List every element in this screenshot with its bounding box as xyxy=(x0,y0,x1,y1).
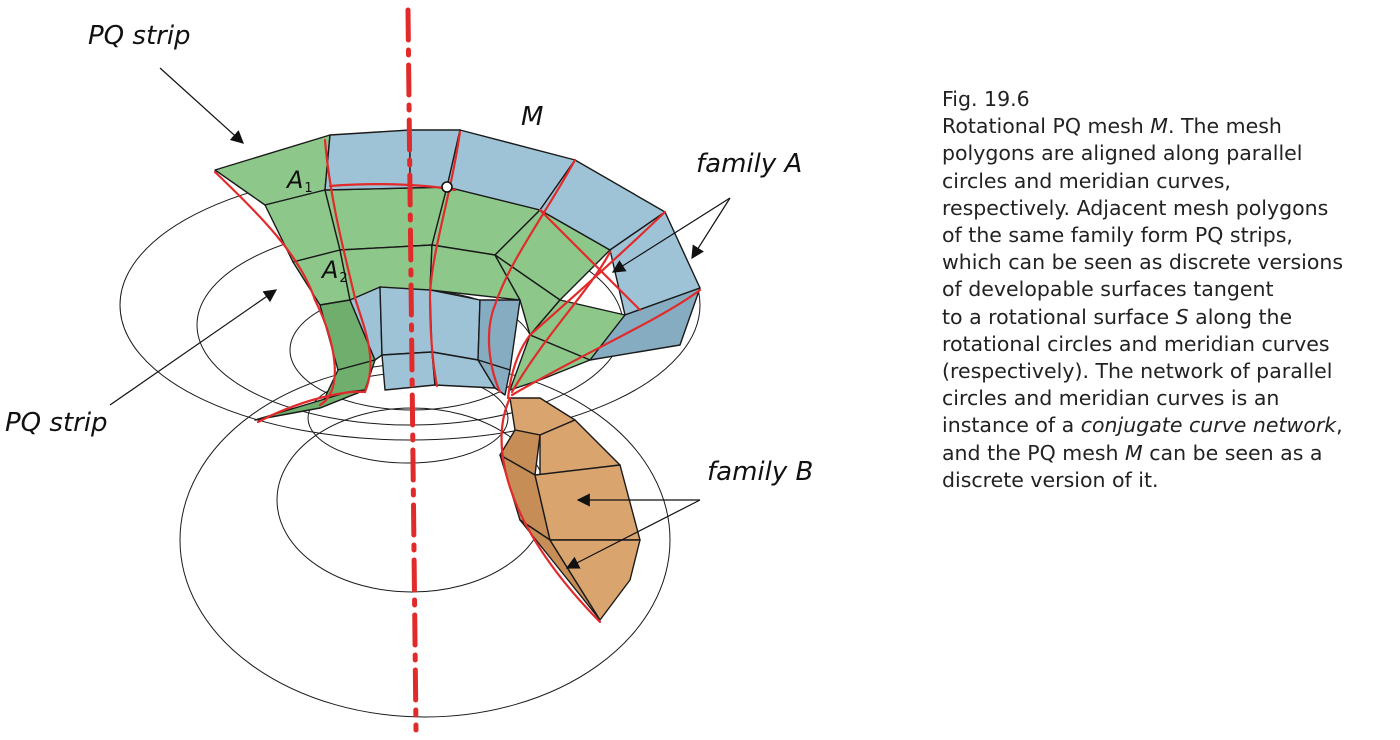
annotation-arrows xyxy=(109,67,731,569)
label-family-b: family B xyxy=(707,457,813,487)
red-curve xyxy=(506,210,667,400)
arrow-pq-strip-left xyxy=(109,289,278,406)
green-strip-center xyxy=(324,186,626,391)
red-curve xyxy=(500,396,602,624)
caption-italic: conjugate curve network xyxy=(1080,413,1337,438)
mesh-face xyxy=(477,299,521,371)
caption-line: rotational circles and meridian curves xyxy=(942,331,1330,356)
mesh-face xyxy=(534,464,641,541)
label-a2-letter: A xyxy=(320,256,338,284)
label-a2-index: 2 xyxy=(339,271,347,286)
caption-italic: M xyxy=(1125,440,1143,465)
caption-line: (respectively). The network of parallel xyxy=(942,359,1333,384)
caption-line: respectively. Adjacent mesh polygons xyxy=(942,195,1329,220)
mesh-face xyxy=(324,129,411,191)
caption-line: discrete version of it. xyxy=(942,467,1159,492)
caption-line: Rotational PQ mesh M. The mesh xyxy=(942,114,1282,139)
label-a2: A2 xyxy=(320,256,348,286)
caption-line: of the same family form PQ strips, xyxy=(942,223,1293,248)
rotation-axis xyxy=(405,7,419,733)
red-curve xyxy=(510,288,702,397)
caption-line: circles and meridian curves is an xyxy=(942,386,1280,411)
red-curve xyxy=(487,158,577,394)
label-a1-index: 1 xyxy=(304,181,312,196)
mesh-face xyxy=(324,186,448,251)
caption-line: and the PQ mesh M can be seen as a xyxy=(942,440,1323,465)
label-mesh-m: M xyxy=(521,102,543,132)
caption-line: to a rotational surface S along the xyxy=(942,304,1293,329)
arrow-pq-strip-top xyxy=(159,67,244,144)
mesh-vertex xyxy=(441,181,453,193)
red-curve xyxy=(510,250,612,394)
caption-line: Fig. 19.6 xyxy=(942,87,1030,111)
caption-italic: S xyxy=(1175,304,1189,329)
red-curve xyxy=(256,390,367,424)
label-a1-letter: A xyxy=(285,166,303,194)
label-pq-strip-left: PQ strip xyxy=(5,408,108,438)
arrow-family-a-1 xyxy=(611,197,731,273)
caption-line: circles and meridian curves, xyxy=(942,168,1231,193)
arrow-family-a-2 xyxy=(691,197,731,260)
red-curve xyxy=(213,170,336,407)
mesh-face xyxy=(379,286,433,356)
blue-strip-neck xyxy=(349,286,521,396)
caption-line: which can be seen as discrete versions xyxy=(942,250,1344,275)
caption-line: polygons are aligned along parallel xyxy=(942,141,1303,166)
arrow-family-b-2 xyxy=(565,499,701,569)
pq-mesh-figure: PQ strip PQ strip M family A family B A1… xyxy=(5,7,813,733)
red-tangent-curves xyxy=(213,130,702,624)
caption-line: instance of a conjugate curve network, xyxy=(942,413,1343,438)
mesh-face xyxy=(381,351,436,391)
red-curve xyxy=(538,208,642,312)
label-pq-strip-top: PQ strip xyxy=(88,21,191,51)
mesh-face xyxy=(429,289,481,361)
label-a1: A1 xyxy=(285,166,313,196)
label-family-a: family A xyxy=(696,149,802,179)
caption-italic: M xyxy=(1150,114,1168,139)
caption-line: of developable surfaces tangent xyxy=(942,277,1274,302)
red-curve xyxy=(323,138,372,394)
